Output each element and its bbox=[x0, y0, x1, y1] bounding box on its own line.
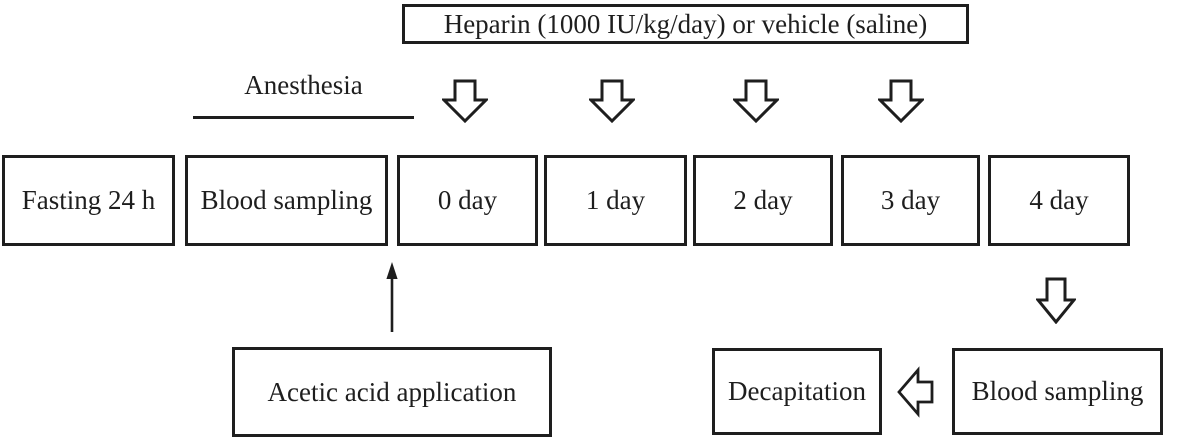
anesthesia-underline bbox=[193, 116, 414, 119]
up-arrow-icon bbox=[384, 261, 400, 334]
timeline-box-day-4: 4 day bbox=[988, 155, 1130, 246]
down-block-arrow-icon bbox=[1036, 277, 1076, 324]
anesthesia-label: Anesthesia bbox=[244, 70, 363, 100]
left-block-arrow-icon bbox=[897, 365, 934, 419]
timeline-box-fasting: Fasting 24 h bbox=[2, 155, 175, 246]
timeline-box-blood-sampling: Blood sampling bbox=[185, 155, 388, 246]
timeline-box-day-1: 1 day bbox=[544, 155, 687, 246]
down-block-arrow-icon bbox=[733, 79, 779, 123]
timeline-box-day-2: 2 day bbox=[693, 155, 833, 246]
acetic-acid-application-box: Acetic acid application bbox=[232, 347, 552, 437]
down-block-arrow-icon bbox=[442, 79, 488, 123]
down-block-arrow-icon bbox=[878, 79, 924, 123]
heparin-treatment-box: Heparin (1000 IU/kg/day) or vehicle (sal… bbox=[402, 4, 969, 44]
down-block-arrow-icon bbox=[589, 79, 635, 123]
final-blood-sampling-box: Blood sampling bbox=[952, 348, 1163, 435]
timeline-box-day-0: 0 day bbox=[397, 155, 538, 246]
decapitation-box: Decapitation bbox=[712, 348, 882, 435]
timeline-box-day-3: 3 day bbox=[841, 155, 980, 246]
